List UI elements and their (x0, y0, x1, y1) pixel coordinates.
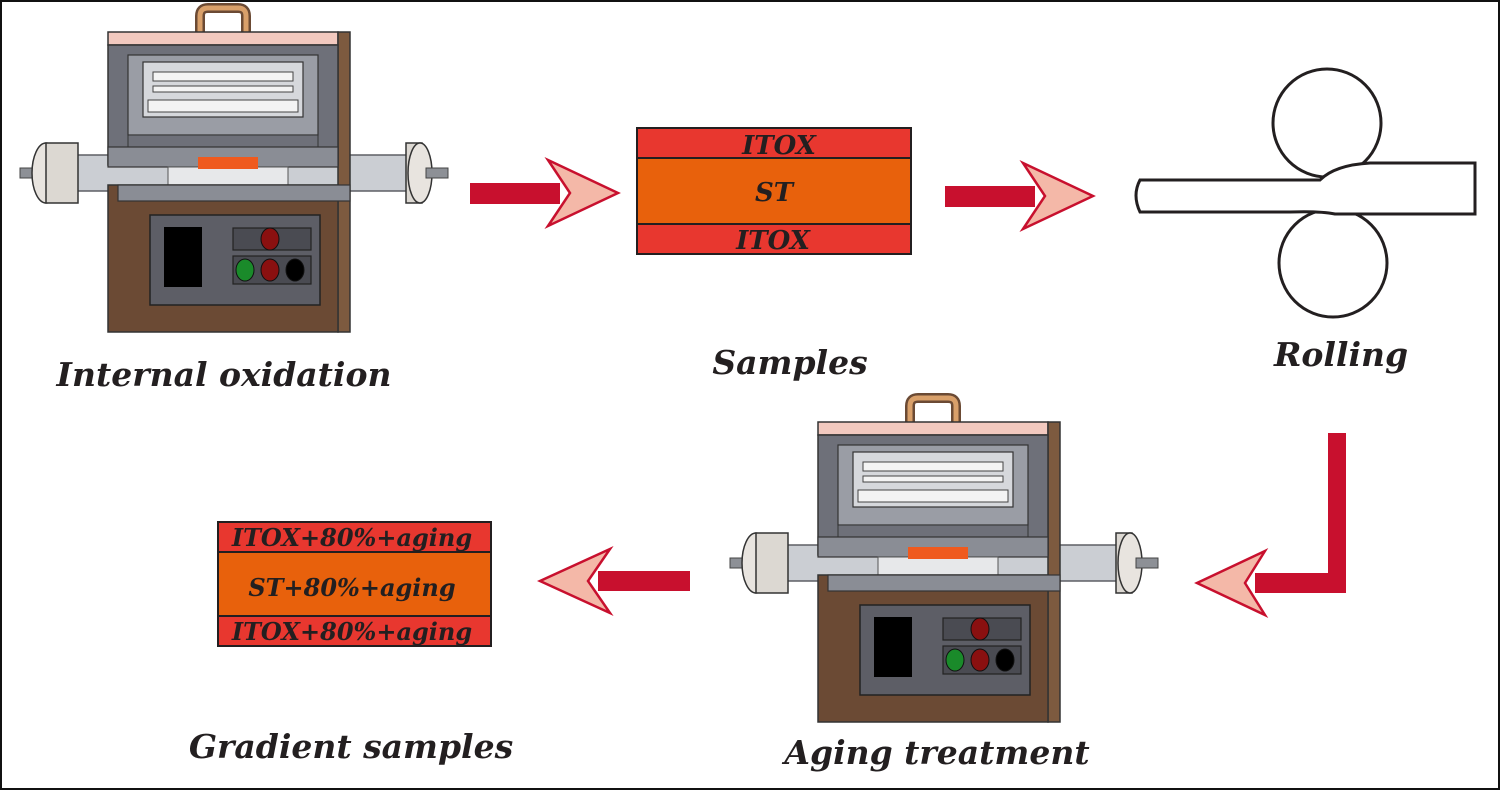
arrow-icon-2 (945, 159, 1096, 233)
caption-gradient-samples: Gradient samples (189, 727, 513, 766)
gradient-middle-label: ST+80%+aging (248, 573, 455, 602)
arrow-icon-3 (1194, 433, 1346, 618)
gradient-layer-bottom (217, 615, 492, 647)
gradient-bottom-label: ITOX+80%+aging (231, 617, 472, 646)
rolling-mill-icon (1134, 67, 1477, 319)
samples-stack: ITOX ST ITOX (636, 127, 912, 256)
samples-layer-bottom (636, 223, 912, 255)
caption-aging-treatment: Aging treatment (781, 733, 1089, 772)
samples-top-label: ITOX (741, 131, 818, 161)
caption-rolling: Rolling (1273, 335, 1408, 374)
gradient-layer-middle (217, 551, 492, 617)
arrow-icon-4 (536, 545, 690, 617)
caption-internal-oxidation: Internal oxidation (56, 355, 392, 394)
arrow-icon-1 (470, 156, 621, 230)
samples-bottom-label: ITOX (735, 226, 812, 256)
samples-middle-label: ST (755, 178, 795, 208)
caption-samples: Samples (712, 343, 867, 382)
samples-layer-middle (636, 157, 912, 225)
gradient-samples-stack: ITOX+80%+aging ST+80%+aging ITOX+80%+agi… (217, 521, 492, 647)
gradient-top-label: ITOX+80%+aging (231, 523, 472, 552)
gradient-layer-top (217, 521, 492, 553)
